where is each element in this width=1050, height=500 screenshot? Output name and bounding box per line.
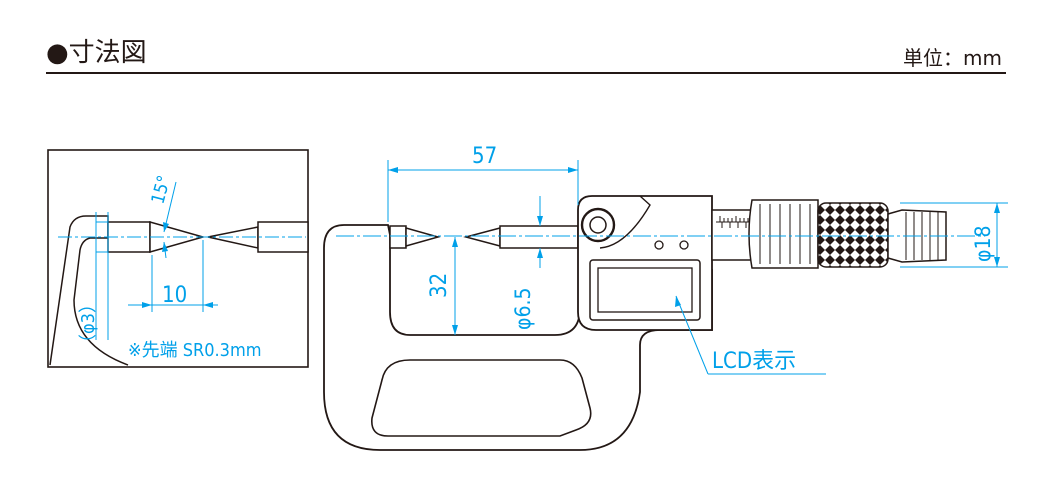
detail-gap-arrow-left	[142, 302, 152, 308]
spindle-dia-arrow-top	[537, 216, 543, 226]
detail-anvil-body	[49, 215, 129, 366]
detail-tip-note: ※先端 SR0.3mm	[128, 340, 262, 361]
spindle-dia-arrow-bottom	[537, 248, 543, 258]
thimble-dia-label: φ18	[971, 226, 995, 263]
spindle	[499, 225, 579, 249]
thimble	[748, 199, 819, 269]
anvil	[389, 225, 407, 249]
thimble-graduations	[759, 204, 811, 264]
depth-arrow-right	[568, 167, 578, 173]
lcd-callout-leader	[675, 295, 709, 375]
button-1	[654, 240, 664, 250]
section-header: ●寸法図 単位：mm	[46, 30, 1006, 74]
spindle-point	[463, 227, 501, 247]
anvil-point	[405, 227, 441, 247]
detail-angle-arrow-bottom	[162, 242, 168, 252]
detail-gap-label: 10	[162, 283, 187, 308]
display-head-bevel	[599, 195, 651, 249]
sleeve-scale	[716, 216, 752, 228]
detail-angle-arrow-top	[163, 222, 169, 232]
lcd-callout-label: LCD表示	[712, 349, 796, 374]
detail-frame	[47, 149, 309, 368]
thimble-dia-arrow-top	[994, 203, 1000, 213]
throat-arrow-bottom	[452, 325, 458, 335]
depth-arrow-left	[388, 167, 398, 173]
throat-arrow-top	[452, 237, 458, 247]
detail-view: （φ3） 10 15° ※先端 SR0.3mm	[47, 149, 309, 368]
throat-label: 32	[427, 273, 452, 298]
detail-gap-arrow-right	[203, 302, 213, 308]
button-2	[679, 240, 689, 250]
detail-dia-label: （φ3）	[78, 295, 99, 352]
frame-inner-cutout	[371, 359, 592, 437]
clamp-knob-center	[589, 216, 607, 234]
section-title: ●寸法図	[46, 38, 147, 68]
sleeve	[711, 209, 753, 261]
spindle-dia-label: φ6.5	[511, 288, 535, 331]
lcd-callout-arrow	[675, 296, 681, 307]
unit-label: 単位：mm	[903, 46, 1002, 70]
main-view: 57 32 φ6.5 φ18 LCD表示	[323, 144, 1008, 451]
depth-label: 57	[472, 144, 497, 169]
thimble-dia-arrow-bottom	[994, 257, 1000, 267]
knurled-grip	[817, 202, 889, 268]
